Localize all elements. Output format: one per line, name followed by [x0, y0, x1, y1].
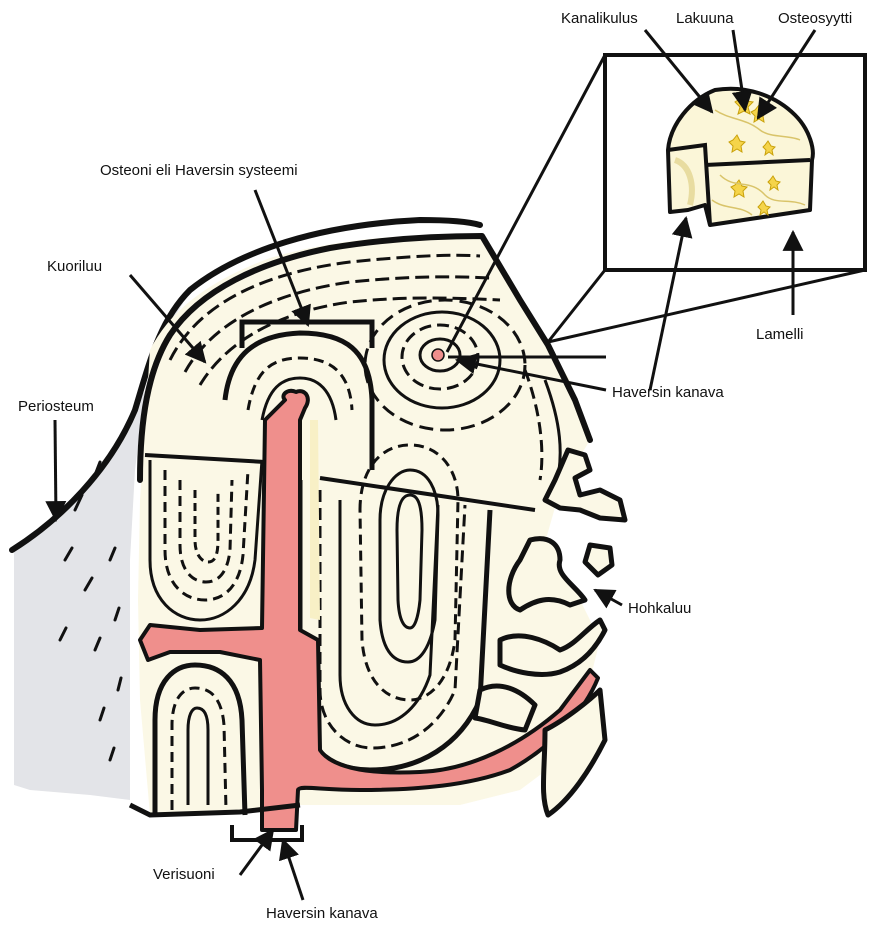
label-periosteum: Periosteum	[18, 398, 94, 416]
label-kuoriluu: Kuoriluu	[47, 258, 102, 276]
label-kanalikulus: Kanalikulus	[561, 10, 638, 28]
label-hohkaluu: Hohkaluu	[628, 600, 691, 618]
label-haversin-kanava-top: Haversin kanava	[612, 384, 724, 402]
haversian-canal-dot	[432, 349, 444, 361]
label-osteosyytti: Osteosyytti	[778, 10, 852, 28]
label-haversin-kanava-bottom: Haversin kanava	[266, 905, 378, 923]
label-verisuoni: Verisuoni	[153, 866, 215, 884]
label-osteoni: Osteoni eli Haversin systeemi	[100, 162, 298, 180]
inset-bone-segment	[668, 89, 813, 225]
label-lamelli: Lamelli	[756, 326, 804, 344]
label-lakuuna: Lakuuna	[676, 10, 734, 28]
